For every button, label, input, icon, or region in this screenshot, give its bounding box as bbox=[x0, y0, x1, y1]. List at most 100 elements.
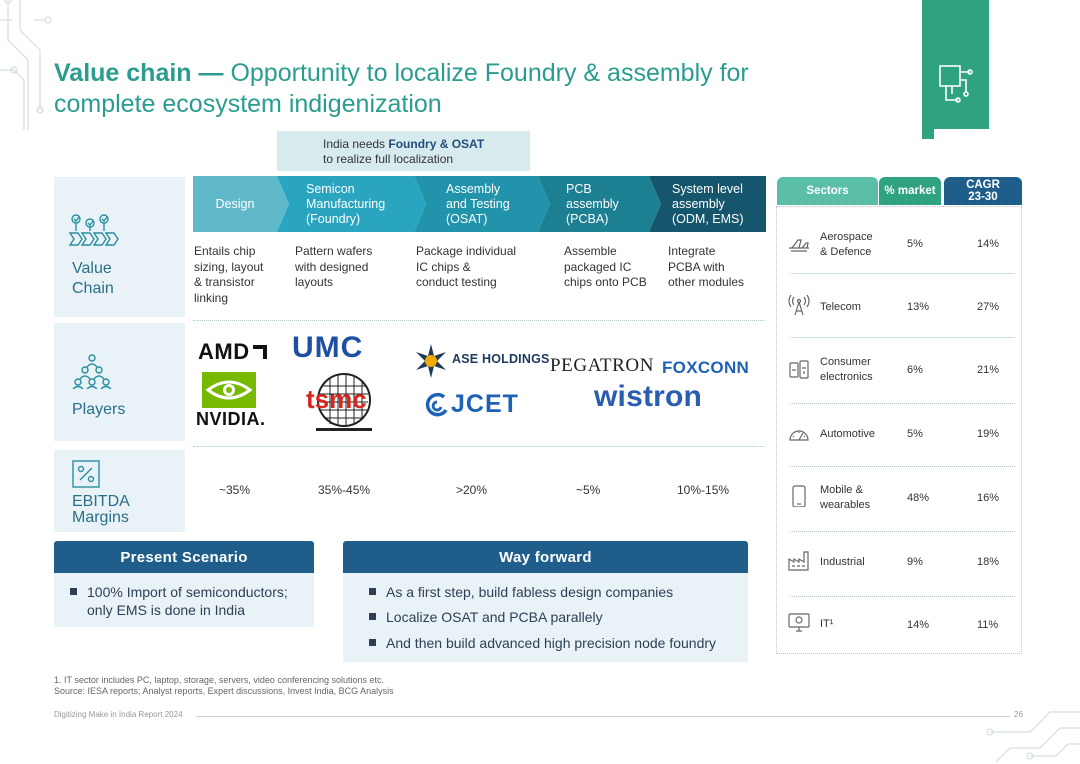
desc-foundry-line2: with designed bbox=[295, 259, 369, 274]
sector-divider bbox=[790, 273, 1015, 274]
sector-market: 14% bbox=[907, 619, 930, 631]
sectors-table bbox=[776, 206, 1022, 654]
logo-tsmc: tsmc bbox=[306, 384, 367, 414]
factory-icon bbox=[788, 551, 809, 571]
sector-market: 48% bbox=[907, 492, 930, 504]
india-needs-post: to realize full localization bbox=[323, 152, 454, 166]
market-header: % market bbox=[879, 177, 941, 205]
margin-pcba: ~5% bbox=[576, 483, 601, 497]
stage-design: Design bbox=[193, 176, 277, 232]
footnote-line1: 1. IT sector includes PC, laptop, storag… bbox=[54, 675, 385, 685]
stage-pcba: PCB assembly (PCBA) bbox=[566, 176, 646, 232]
desc-osat: Package individual IC chips & conduct te… bbox=[416, 244, 516, 291]
india-needs-banner: India needs Foundry & OSAT to realize fu… bbox=[277, 131, 530, 171]
desc-osat-line3: conduct testing bbox=[416, 275, 497, 289]
footer-report-name: Digitizing Make in India Report 2024 bbox=[54, 710, 183, 719]
cagr-header-line2: 23-30 bbox=[968, 191, 998, 203]
sector-name-line1: Telecom bbox=[820, 301, 861, 313]
india-needs-pre: India needs bbox=[323, 137, 389, 151]
devices-icon bbox=[789, 360, 809, 379]
sector-name: Automotive bbox=[820, 427, 875, 442]
title-bold: Value chain — bbox=[54, 59, 224, 87]
bullet-square bbox=[369, 588, 376, 595]
stage-system: System level assembly (ODM, EMS) bbox=[672, 176, 764, 232]
row-label-ebitda: EBITDA Margins bbox=[54, 450, 185, 532]
india-needs-bold: Foundry & OSAT bbox=[388, 137, 485, 151]
corner-square bbox=[922, 129, 934, 139]
amd-arrow-icon bbox=[252, 345, 267, 359]
sector-divider bbox=[790, 596, 1015, 597]
sector-divider bbox=[790, 403, 1015, 404]
page-title: Value chain — Opportunity to localize Fo… bbox=[54, 58, 834, 120]
stage-foundry: Semicon Manufacturing (Foundry) bbox=[306, 176, 426, 232]
logo-foxconn: FOXCONN bbox=[662, 358, 750, 377]
circuit-chip-icon bbox=[939, 65, 973, 103]
value-chain-label-line2: Chain bbox=[72, 280, 114, 297]
sector-cagr: 16% bbox=[977, 492, 1000, 504]
footnote-line2: Source: IESA reports; Analyst reports, E… bbox=[54, 686, 394, 696]
jcet-swirl-icon bbox=[425, 392, 448, 417]
stage-pcba-line1: PCB bbox=[566, 181, 592, 196]
sector-row: Telecom 13% 27% bbox=[776, 290, 1022, 330]
sector-name-line2: wearables bbox=[820, 499, 871, 511]
sector-market: 5% bbox=[907, 428, 923, 440]
stage-system-line1: System level bbox=[672, 181, 743, 196]
stage-foundry-line1: Semicon bbox=[306, 181, 355, 196]
fighter-jet-icon bbox=[789, 239, 809, 252]
margin-design: ~35% bbox=[219, 483, 251, 497]
desc-osat-line1: Package individual bbox=[416, 244, 517, 258]
desc-foundry-line1: Pattern wafers bbox=[295, 244, 373, 258]
sectors-header: Sectors bbox=[777, 177, 878, 205]
sector-name: Mobile &wearables bbox=[820, 483, 870, 513]
desc-design: Entails chip sizing, layout & transistor… bbox=[194, 244, 263, 306]
sector-name: IT¹ bbox=[820, 617, 833, 632]
ebitda-label-line2: Margins bbox=[72, 509, 129, 526]
stage-osat: Assembly and Testing (OSAT) bbox=[446, 176, 546, 232]
present-scenario-heading: Present Scenario bbox=[54, 541, 314, 573]
sector-cagr: 27% bbox=[977, 301, 1000, 313]
way-forward-bullet-2: Localize OSAT and PCBA parallely bbox=[369, 608, 603, 626]
desc-foundry-line3: layouts bbox=[295, 275, 334, 289]
desc-system: Integrate PCBA with other modules bbox=[668, 244, 744, 291]
bullet-square bbox=[369, 639, 376, 646]
desc-foundry: Pattern wafers with designed layouts bbox=[295, 244, 372, 291]
desc-pcba-line1: Assemble bbox=[564, 244, 617, 258]
stage-system-line3: (ODM, EMS) bbox=[672, 211, 744, 226]
way-forward-bullet-1: As a first step, build fabless design co… bbox=[369, 583, 674, 601]
row-label-value-chain: Value Chain bbox=[54, 177, 185, 317]
footnote: 1. IT sector includes PC, laptop, storag… bbox=[54, 675, 394, 697]
present-bullet-line1: 100% Import of semiconductors; bbox=[87, 584, 288, 600]
sector-cagr: 21% bbox=[977, 364, 1000, 376]
margin-osat: >20% bbox=[456, 483, 488, 497]
sector-cagr: 18% bbox=[977, 556, 1000, 568]
bullet-square bbox=[70, 588, 77, 595]
divider-1 bbox=[193, 320, 765, 321]
desc-system-line1: Integrate bbox=[668, 244, 716, 258]
ebitda-label: EBITDA Margins bbox=[72, 494, 130, 526]
sector-divider bbox=[790, 337, 1015, 338]
ase-star-icon bbox=[416, 344, 446, 378]
people-group-icon bbox=[72, 354, 112, 389]
sector-row: Aerospace& Defence 5% 14% bbox=[776, 226, 1022, 266]
cagr-header-line1: CAGR bbox=[966, 179, 1000, 191]
sector-name-line1: Automotive bbox=[820, 428, 876, 440]
desc-osat-line2: IC chips & bbox=[416, 259, 471, 274]
circuit-decoration-bottom-right bbox=[986, 711, 1080, 763]
value-chain-label: Value Chain bbox=[72, 259, 114, 299]
corner-tab bbox=[922, 0, 989, 129]
smartphone-icon bbox=[792, 485, 806, 507]
desc-system-line3: other modules bbox=[668, 275, 745, 289]
speedometer-icon bbox=[789, 430, 809, 441]
way-forward-bullet-3: And then build advanced high precision n… bbox=[369, 634, 716, 652]
desc-design-line1: Entails chip bbox=[194, 244, 256, 258]
present-bullet: 100% Import of semiconductors; only EMS … bbox=[70, 583, 288, 619]
present-bullet-line2: only EMS is done in India bbox=[87, 602, 245, 618]
way-forward-body bbox=[343, 573, 748, 662]
margin-system: 10%-15% bbox=[677, 483, 730, 497]
value-chain-icon bbox=[68, 214, 119, 246]
sector-name-line2: & Defence bbox=[820, 246, 872, 258]
stage-osat-line3: (OSAT) bbox=[446, 211, 488, 226]
way-forward-bullet-1-text: As a first step, build fabless design co… bbox=[386, 584, 674, 600]
sector-cagr: 19% bbox=[977, 428, 1000, 440]
sector-cagr: 14% bbox=[977, 238, 1000, 250]
